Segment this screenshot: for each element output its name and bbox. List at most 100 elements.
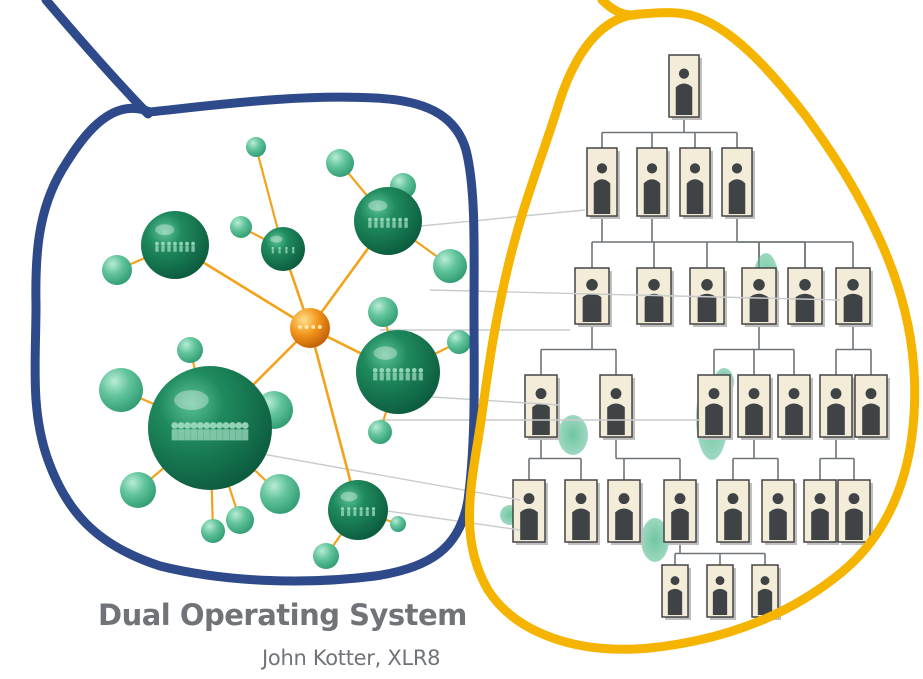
crowd-body	[210, 429, 217, 441]
person-head	[674, 493, 686, 505]
crowd-body	[380, 221, 384, 228]
team-node-3	[356, 330, 440, 414]
crowd-body	[178, 429, 185, 441]
person-head	[847, 279, 859, 291]
person-body	[845, 508, 863, 540]
network-sphere-icon	[246, 137, 266, 157]
person-head	[848, 493, 860, 505]
caption-title: Dual Operating System	[98, 598, 467, 632]
crowd-body	[285, 249, 288, 254]
hierarchy-outline	[464, 8, 920, 654]
sphere-highlight	[155, 224, 175, 236]
person-frame-icon	[819, 374, 855, 440]
person-body	[671, 508, 689, 540]
sphere-highlight	[340, 491, 358, 502]
person-frame-icon	[751, 564, 781, 620]
person-frame-icon	[636, 147, 670, 219]
crowd-body	[191, 245, 195, 252]
person-head	[575, 493, 587, 505]
person-frame-icon	[737, 374, 773, 440]
person-frame-icon	[835, 267, 873, 327]
person-body	[593, 179, 611, 214]
crowd-head	[404, 217, 408, 222]
network-sphere-icon	[99, 368, 143, 412]
hub-sphere-icon	[290, 308, 330, 348]
network-sphere-icon	[326, 149, 354, 177]
team-blob-3	[558, 415, 588, 455]
caption-author: John Kotter, XLR8	[262, 646, 441, 670]
small-node-7	[447, 330, 471, 354]
person-head	[648, 279, 660, 291]
person-frame-icon	[777, 374, 813, 440]
crowd-head	[371, 507, 376, 511]
crowd-head	[216, 422, 224, 429]
crowd-body	[161, 245, 165, 252]
person-body	[769, 508, 787, 540]
crowd-body	[292, 249, 295, 254]
person-frame-icon	[512, 479, 548, 545]
small-node-14	[201, 519, 225, 543]
crowd-body	[412, 372, 417, 381]
crowd-head	[278, 246, 281, 250]
person-frame-icon	[721, 147, 755, 219]
crowd-body	[386, 221, 390, 228]
crowd-body	[405, 372, 410, 381]
crowd-head	[179, 241, 183, 246]
person-head	[748, 388, 760, 400]
small-node-9	[99, 368, 143, 412]
crowd-body	[229, 429, 236, 441]
person-body	[607, 403, 625, 435]
person-head	[731, 163, 743, 174]
crowd-body	[235, 429, 242, 441]
crowd-head	[398, 368, 404, 373]
crowd-body	[242, 429, 249, 441]
person-head	[830, 388, 842, 400]
person-frame-icon	[564, 479, 600, 545]
person-body	[811, 508, 829, 540]
person-frame-icon	[837, 479, 873, 545]
sphere-highlight	[270, 235, 283, 243]
network-sphere-icon	[102, 255, 132, 285]
person-head	[788, 388, 800, 400]
network-sphere-icon	[368, 297, 398, 327]
connector-line-5	[379, 509, 521, 531]
network-sphere-icon	[230, 216, 252, 238]
person-frame-icon	[586, 147, 620, 219]
small-node-4	[102, 255, 132, 285]
network-sphere-icon	[433, 249, 467, 283]
person-frame-icon	[854, 374, 890, 440]
person-frame-icon	[599, 374, 635, 440]
person-body	[843, 293, 863, 322]
network-diagram	[99, 137, 471, 569]
network-sphere-icon	[260, 474, 300, 514]
crowd-head	[368, 217, 372, 222]
person-head	[701, 279, 713, 291]
person-head	[772, 493, 784, 505]
crowd-body	[373, 372, 378, 381]
hub-link-5	[308, 327, 360, 511]
network-sphere-icon	[447, 330, 471, 354]
person-frame-icon	[607, 479, 643, 545]
network-sphere-icon	[201, 519, 225, 543]
hub-crowd-head	[298, 325, 302, 329]
crowd-body	[222, 429, 230, 441]
person-body	[532, 403, 550, 435]
crowd-head	[167, 241, 171, 246]
crowd-head	[203, 422, 211, 429]
crowd-body	[359, 510, 363, 516]
person-body	[667, 588, 683, 615]
person-body	[795, 293, 815, 322]
person-body	[745, 403, 763, 435]
person-body	[686, 179, 704, 214]
network-sphere-icon	[356, 330, 440, 414]
crowd-body	[379, 372, 384, 381]
person-head	[865, 388, 877, 400]
person-body	[785, 403, 803, 435]
network-sphere-icon	[226, 506, 254, 534]
sphere-highlight	[368, 200, 388, 212]
small-node-12	[120, 472, 156, 508]
crowd-head	[411, 368, 417, 373]
person-body	[862, 403, 880, 435]
crowd-head	[392, 368, 398, 373]
